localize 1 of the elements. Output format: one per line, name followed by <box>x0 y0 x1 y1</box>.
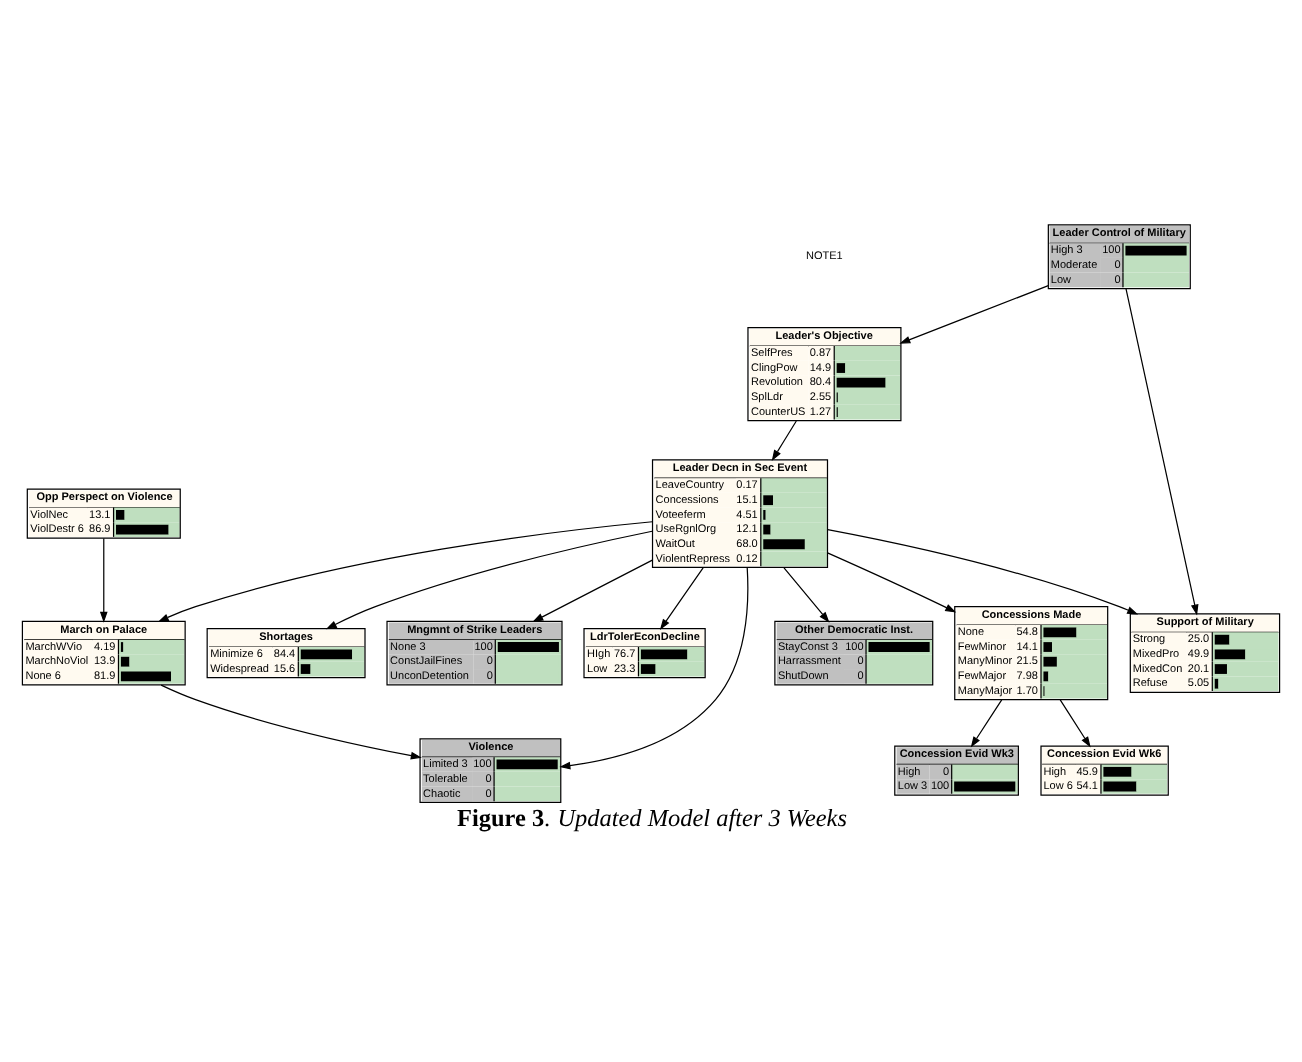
caption: Figure 3. Updated Model after 3 Weeks <box>457 802 847 831</box>
